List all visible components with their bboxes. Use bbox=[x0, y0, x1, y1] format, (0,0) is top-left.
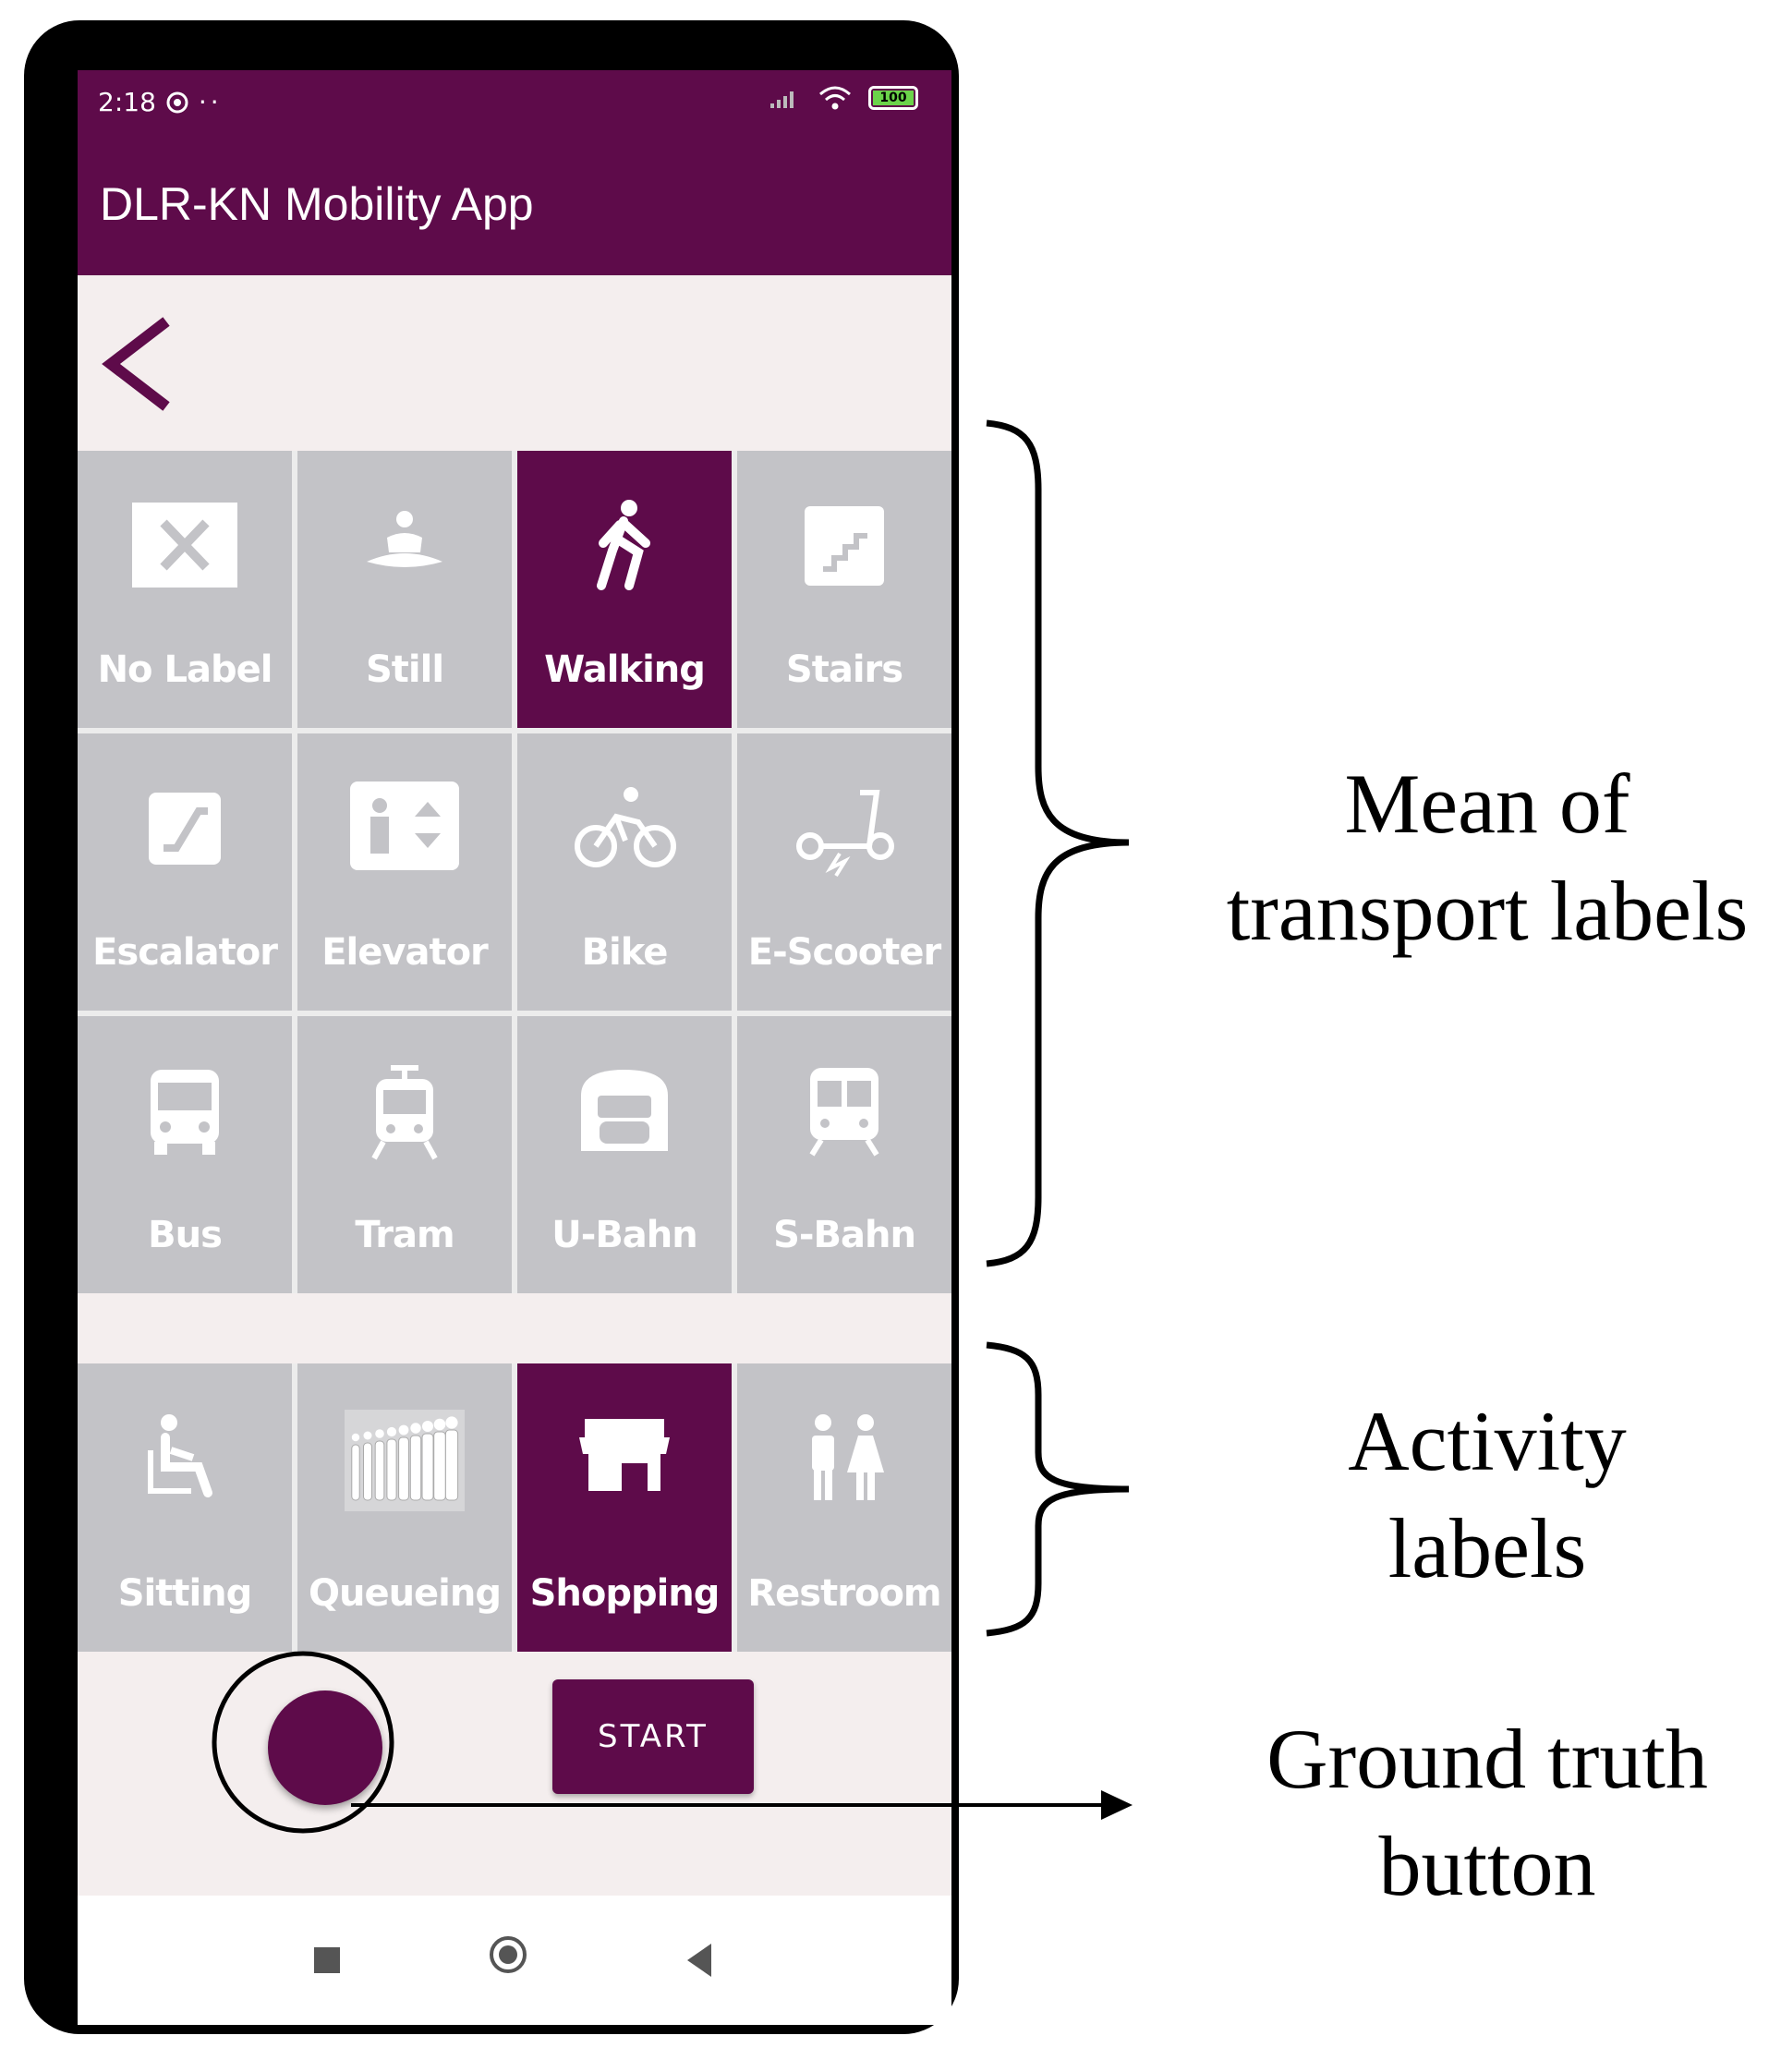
stairs-icon bbox=[784, 497, 904, 599]
restroom-icon bbox=[784, 1410, 904, 1511]
bike-icon bbox=[564, 780, 685, 881]
home-icon[interactable] bbox=[490, 1936, 527, 1973]
annotation-line: transport labels bbox=[1226, 864, 1749, 958]
phone-screen: 2:18 ·· 100 bbox=[78, 70, 951, 2025]
label-tile-no-label[interactable]: No Label bbox=[78, 451, 292, 728]
transport-brace bbox=[986, 419, 1130, 1267]
tile-label: Still bbox=[365, 648, 444, 691]
tile-label: S-Bahn bbox=[773, 1214, 916, 1256]
annotation-line: Activity bbox=[1348, 1394, 1627, 1488]
walking-icon bbox=[564, 497, 685, 599]
activity-brace bbox=[986, 1341, 1130, 1637]
status-icons: 100 bbox=[769, 85, 918, 111]
u-bahn-icon bbox=[564, 1062, 685, 1164]
no-label-icon bbox=[125, 497, 245, 599]
tile-label: Walking bbox=[544, 648, 706, 691]
label-tile-restroom[interactable]: Restroom bbox=[737, 1363, 951, 1652]
wifi-icon bbox=[819, 86, 851, 110]
tile-label: U-Bahn bbox=[551, 1214, 698, 1256]
label-tile-bus[interactable]: Bus bbox=[78, 1016, 292, 1293]
sitting-icon bbox=[125, 1410, 245, 1511]
tile-label: Bike bbox=[581, 931, 669, 974]
ground-truth-button[interactable] bbox=[268, 1690, 382, 1805]
annotation-line: Ground truth bbox=[1266, 1712, 1708, 1806]
android-nav-bar bbox=[78, 1896, 951, 2025]
tile-label: Restroom bbox=[747, 1572, 941, 1615]
transport-labels-annotation: Mean of transport labels bbox=[1192, 750, 1781, 964]
label-tile-queueing[interactable]: Queueing bbox=[297, 1363, 512, 1652]
tile-label: Bus bbox=[148, 1214, 223, 1256]
bus-icon bbox=[125, 1062, 245, 1164]
label-tile-tram[interactable]: Tram bbox=[297, 1016, 512, 1293]
annotation-line: button bbox=[1378, 1819, 1596, 1913]
label-tile-still[interactable]: Still bbox=[297, 451, 512, 728]
label-tile-bike[interactable]: Bike bbox=[517, 733, 732, 1011]
label-tile-escalator[interactable]: Escalator bbox=[78, 733, 292, 1011]
tile-label: E-Scooter bbox=[747, 931, 941, 974]
tile-label: No Label bbox=[97, 648, 273, 691]
elevator-icon bbox=[345, 780, 465, 881]
app-title: DLR-KN Mobility App bbox=[100, 178, 534, 230]
phone-frame: 2:18 ·· 100 bbox=[24, 20, 959, 2034]
activity-labels-annotation: Activity labels bbox=[1312, 1387, 1663, 1602]
tile-label: Elevator bbox=[321, 931, 489, 974]
tile-label: Sitting bbox=[117, 1572, 253, 1615]
queueing-icon bbox=[345, 1410, 465, 1511]
app-bar: DLR-KN Mobility App bbox=[78, 140, 951, 275]
ground-truth-annotation: Ground truth button bbox=[1219, 1705, 1755, 1920]
annotation-line: Mean of bbox=[1344, 757, 1630, 851]
status-bar: 2:18 ·· 100 bbox=[78, 70, 951, 140]
shopping-icon bbox=[564, 1410, 685, 1511]
still-icon bbox=[345, 497, 465, 599]
battery-level: 100 bbox=[873, 91, 914, 105]
hotspot-icon bbox=[166, 91, 188, 113]
activity-label-grid: Sitting Queueing Shopping Restroom bbox=[78, 1363, 951, 1652]
tile-label: Stairs bbox=[785, 648, 903, 691]
escalator-icon bbox=[125, 780, 245, 881]
notification-dots-icon: ·· bbox=[198, 87, 223, 117]
label-tile-elevator[interactable]: Elevator bbox=[297, 733, 512, 1011]
annotation-line: labels bbox=[1387, 1501, 1587, 1595]
recent-apps-icon[interactable] bbox=[314, 1947, 340, 1973]
tile-label: Escalator bbox=[92, 931, 278, 974]
label-tile-u-bahn[interactable]: U-Bahn bbox=[517, 1016, 732, 1293]
status-time-group: 2:18 ·· bbox=[98, 87, 223, 117]
status-time: 2:18 bbox=[98, 87, 156, 117]
signal-icon bbox=[770, 91, 794, 108]
ground-truth-arrow-head bbox=[1101, 1790, 1133, 1820]
label-tile-walking[interactable]: Walking bbox=[517, 451, 732, 728]
e-scooter-icon bbox=[784, 780, 904, 881]
start-button[interactable]: START bbox=[552, 1679, 754, 1794]
tile-label: Tram bbox=[355, 1214, 454, 1256]
battery-icon: 100 bbox=[868, 86, 918, 110]
label-tile-s-bahn[interactable]: S-Bahn bbox=[737, 1016, 951, 1293]
label-tile-sitting[interactable]: Sitting bbox=[78, 1363, 292, 1652]
back-arrow-icon[interactable] bbox=[94, 309, 187, 419]
tile-label: Queueing bbox=[308, 1572, 502, 1615]
nav-back-icon[interactable] bbox=[687, 1944, 711, 1977]
tile-label: Shopping bbox=[529, 1572, 721, 1615]
tram-icon bbox=[345, 1062, 465, 1164]
label-tile-stairs[interactable]: Stairs bbox=[737, 451, 951, 728]
s-bahn-icon bbox=[784, 1062, 904, 1164]
label-tile-shopping[interactable]: Shopping bbox=[517, 1363, 732, 1652]
label-tile-e-scooter[interactable]: E-Scooter bbox=[737, 733, 951, 1011]
